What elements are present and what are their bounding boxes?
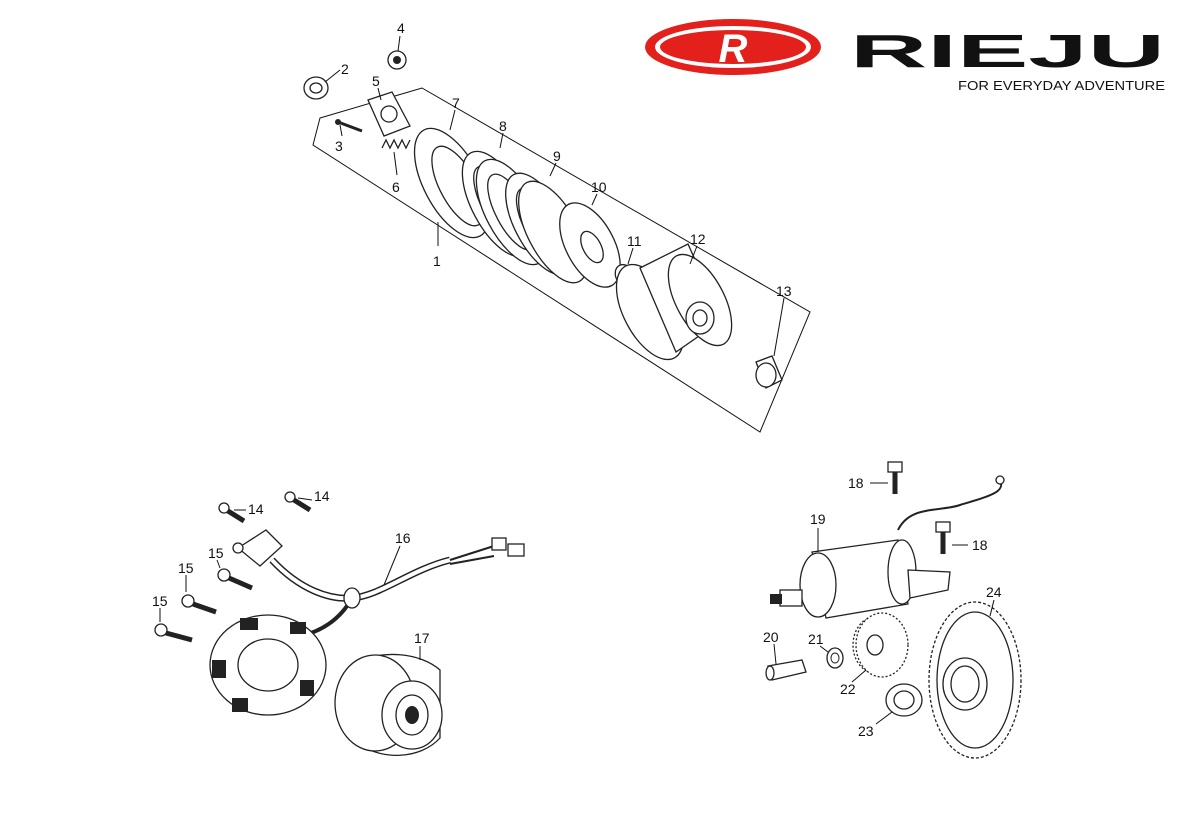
callout-22: 22 (840, 681, 856, 697)
part-clutch-housing (615, 243, 733, 361)
part-needle-bearing (885, 683, 923, 717)
callout-7: 7 (452, 95, 460, 111)
part-flywheel (334, 653, 443, 756)
stator-assembly (154, 491, 525, 756)
part-stator (209, 614, 327, 716)
callout-3: 3 (335, 138, 343, 154)
brand-tagline: FOR EVERYDAY ADVENTURE (958, 78, 1165, 93)
callout-18b: 18 (972, 537, 988, 553)
part-lifter-plate (367, 91, 411, 137)
callout-8: 8 (499, 118, 507, 134)
callout-labels: 1 2 3 4 5 6 7 8 9 10 11 12 13 14 14 15 1… (152, 20, 1002, 739)
part-bushing (755, 355, 783, 389)
part-bolt-18b (935, 521, 951, 554)
part-starter-motor (770, 539, 951, 619)
part-nut (387, 50, 407, 70)
leader-lines (159, 35, 995, 725)
callout-19: 19 (810, 511, 826, 527)
part-bolt-18a (887, 461, 903, 494)
part-gear-22 (852, 612, 909, 678)
callout-4: 4 (397, 20, 405, 36)
part-pin (765, 659, 807, 681)
part-bolt-15a (217, 568, 253, 591)
callout-6: 6 (392, 179, 400, 195)
callout-18a: 18 (848, 475, 864, 491)
part-pickup (232, 529, 283, 567)
callout-10: 10 (591, 179, 607, 195)
callout-12: 12 (690, 231, 706, 247)
part-bolt-14a (218, 502, 246, 524)
callout-14a: 14 (248, 501, 264, 517)
callout-20: 20 (763, 629, 779, 645)
callout-24: 24 (986, 584, 1002, 600)
callout-9: 9 (553, 148, 561, 164)
callout-21: 21 (808, 631, 824, 647)
part-bolt-15c (154, 623, 193, 643)
starter-assembly (765, 461, 1022, 759)
part-cap (303, 76, 329, 100)
callout-15c: 15 (152, 593, 168, 609)
rieju-logo: R RIEJU FOR EVERYDAY ADVENTURE (645, 19, 1165, 93)
part-starter-gear (928, 601, 1022, 759)
clutch-assembly (303, 50, 811, 433)
callout-23: 23 (858, 723, 874, 739)
callout-13: 13 (776, 283, 792, 299)
callout-15a: 15 (208, 545, 224, 561)
callout-5: 5 (372, 73, 380, 89)
part-wire-harness (269, 537, 525, 638)
part-bolt-small (335, 119, 363, 133)
callout-16: 16 (395, 530, 411, 546)
part-clutch-hub (559, 202, 621, 288)
callout-17: 17 (414, 630, 430, 646)
callout-14b: 14 (314, 488, 330, 504)
logo-letter: R (719, 27, 748, 71)
part-washer-21 (826, 647, 844, 669)
callout-1: 1 (433, 253, 441, 269)
brand-name: RIEJU (850, 25, 1165, 77)
callout-2: 2 (341, 61, 349, 77)
part-spring (381, 138, 411, 150)
part-bolt-15b (181, 594, 217, 615)
part-bolt-14b (284, 491, 312, 513)
callout-11: 11 (627, 233, 642, 249)
callout-15b: 15 (178, 560, 194, 576)
part-starter-cable (897, 479, 1003, 531)
